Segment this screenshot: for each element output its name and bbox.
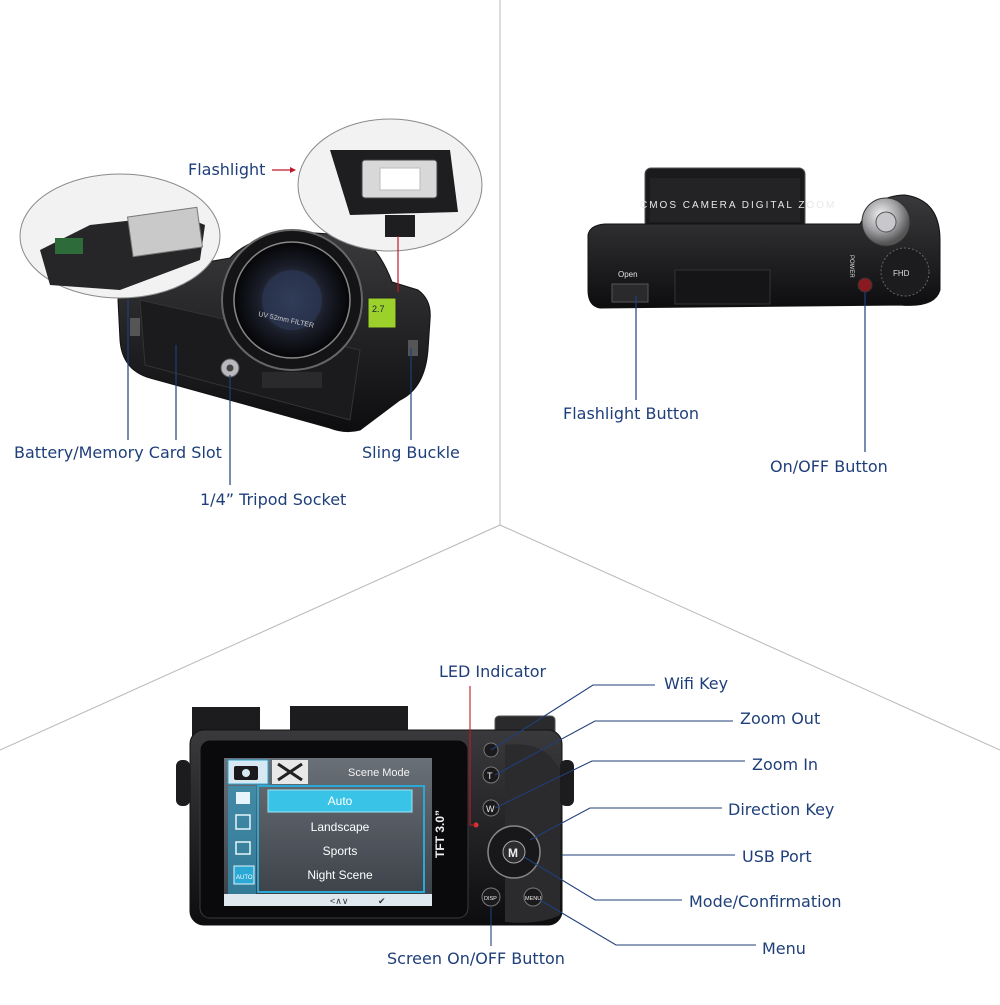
screen-check-icon: ✔ <box>378 896 386 906</box>
lens-center <box>262 270 322 330</box>
camera-icon-lens <box>242 769 250 777</box>
zoom-wheel <box>880 247 930 297</box>
sling-loop-left <box>130 318 140 336</box>
mode-confirm-button <box>502 840 526 864</box>
divider-left <box>0 524 501 751</box>
bottom-leaders <box>469 684 756 946</box>
label-direction-key: Direction Key <box>728 800 835 819</box>
label-zoom-in: Zoom In <box>752 755 819 774</box>
label-menu: Menu <box>762 939 806 958</box>
screen-menu-item-auto: Auto <box>327 794 353 808</box>
label-usb-port: USB Port <box>742 847 812 866</box>
label-tripod-socket: 1/4” Tripod Socket <box>200 490 347 509</box>
leader-direction-key <box>529 807 722 841</box>
open-label: Open <box>618 270 638 279</box>
zoom-out-button <box>482 766 500 784</box>
zoom-in-button-text: W <box>486 804 495 814</box>
label-sling-buckle: Sling Buckle <box>362 443 460 462</box>
divider-right <box>499 524 1000 751</box>
camera-back-view: Scene Mode AUTO <∧∨ ✔ TFT 3.0” T W M DIS… <box>176 706 574 926</box>
leader-menu <box>539 899 756 946</box>
flash-led <box>379 167 421 191</box>
leader-mode-confirmation <box>523 856 682 901</box>
leader-flashlight-arrow <box>290 167 296 173</box>
flash-switch <box>611 283 649 303</box>
hinge-left <box>176 760 190 806</box>
screen-menu-item-landscape: Landscape <box>310 820 370 834</box>
screen-menu-highlight <box>267 789 413 813</box>
leader-led-indicator <box>469 686 476 826</box>
screen-bottom-bar <box>224 894 432 906</box>
leader-zoom-out <box>494 720 733 776</box>
side-icon-camera <box>236 792 250 804</box>
lens-ring-text: CMOS CAMERA DIGITAL ZOOM <box>640 200 836 211</box>
tft-label: TFT 3.0” <box>433 810 447 858</box>
mode-dial-center <box>875 211 897 233</box>
fhd-label: FHD <box>893 269 910 278</box>
flash-hinge <box>385 215 415 237</box>
bottom-label-plate <box>262 372 322 388</box>
leader-wifi-key <box>490 684 655 751</box>
lcd-badge-text: 2.7 <box>372 304 385 314</box>
menu-button-text: MENU <box>525 896 541 902</box>
top-right-leaders <box>635 292 866 452</box>
label-screen-onoff: Screen On/OFF Button <box>387 949 565 968</box>
tripod-socket-hole <box>226 364 234 372</box>
screen-menu-box <box>257 785 425 893</box>
screen-title: Scene Mode <box>348 767 410 779</box>
screen-menu-item-sports: Sports <box>322 844 358 858</box>
label-led-indicator: LED Indicator <box>439 662 547 681</box>
label-battery-slot: Battery/Memory Card Slot <box>14 443 222 462</box>
screen-nav-arrows: <∧∨ <box>330 896 348 906</box>
camera-top-view: CMOS CAMERA DIGITAL ZOOM Open FHD POWER <box>587 167 941 309</box>
menu-button <box>523 887 543 907</box>
battery-door <box>126 206 204 258</box>
power-button <box>857 277 873 293</box>
mode-confirm-text: M <box>508 846 518 860</box>
disp-button-text: DISP <box>484 896 497 902</box>
side-icon-auto-text: AUTO <box>236 875 253 881</box>
leader-zoom-in <box>494 760 745 809</box>
label-wifi-key: Wifi Key <box>664 674 729 693</box>
hinge-right <box>560 760 574 806</box>
memory-card <box>55 238 83 254</box>
zoom-in-button <box>482 799 500 817</box>
side-icon-scene <box>235 814 251 830</box>
label-onoff-button: On/OFF Button <box>770 457 888 476</box>
sling-buckle-right <box>408 340 418 356</box>
lcd-badge <box>367 297 397 329</box>
tools-icon <box>277 762 303 782</box>
label-mode-confirmation: Mode/Confirmation <box>689 892 842 911</box>
side-icon-auto <box>233 865 255 885</box>
camera-bottom-view: UV 52mm FILTER 2.7 <box>19 118 483 433</box>
label-flashlight-button: Flashlight Button <box>563 404 700 423</box>
lens-ring-inner <box>650 178 800 222</box>
side-icon-burst <box>235 841 251 855</box>
top-left-leaders <box>127 167 412 485</box>
label-zoom-out: Zoom Out <box>740 709 821 728</box>
power-label: POWER <box>848 255 854 278</box>
flash-housing <box>674 269 771 305</box>
label-flashlight: Flashlight <box>188 160 266 179</box>
screen-menu-item-night-scene: Night Scene <box>307 868 373 882</box>
section-dividers <box>0 0 1000 751</box>
zoom-out-button-text: T <box>487 771 493 781</box>
